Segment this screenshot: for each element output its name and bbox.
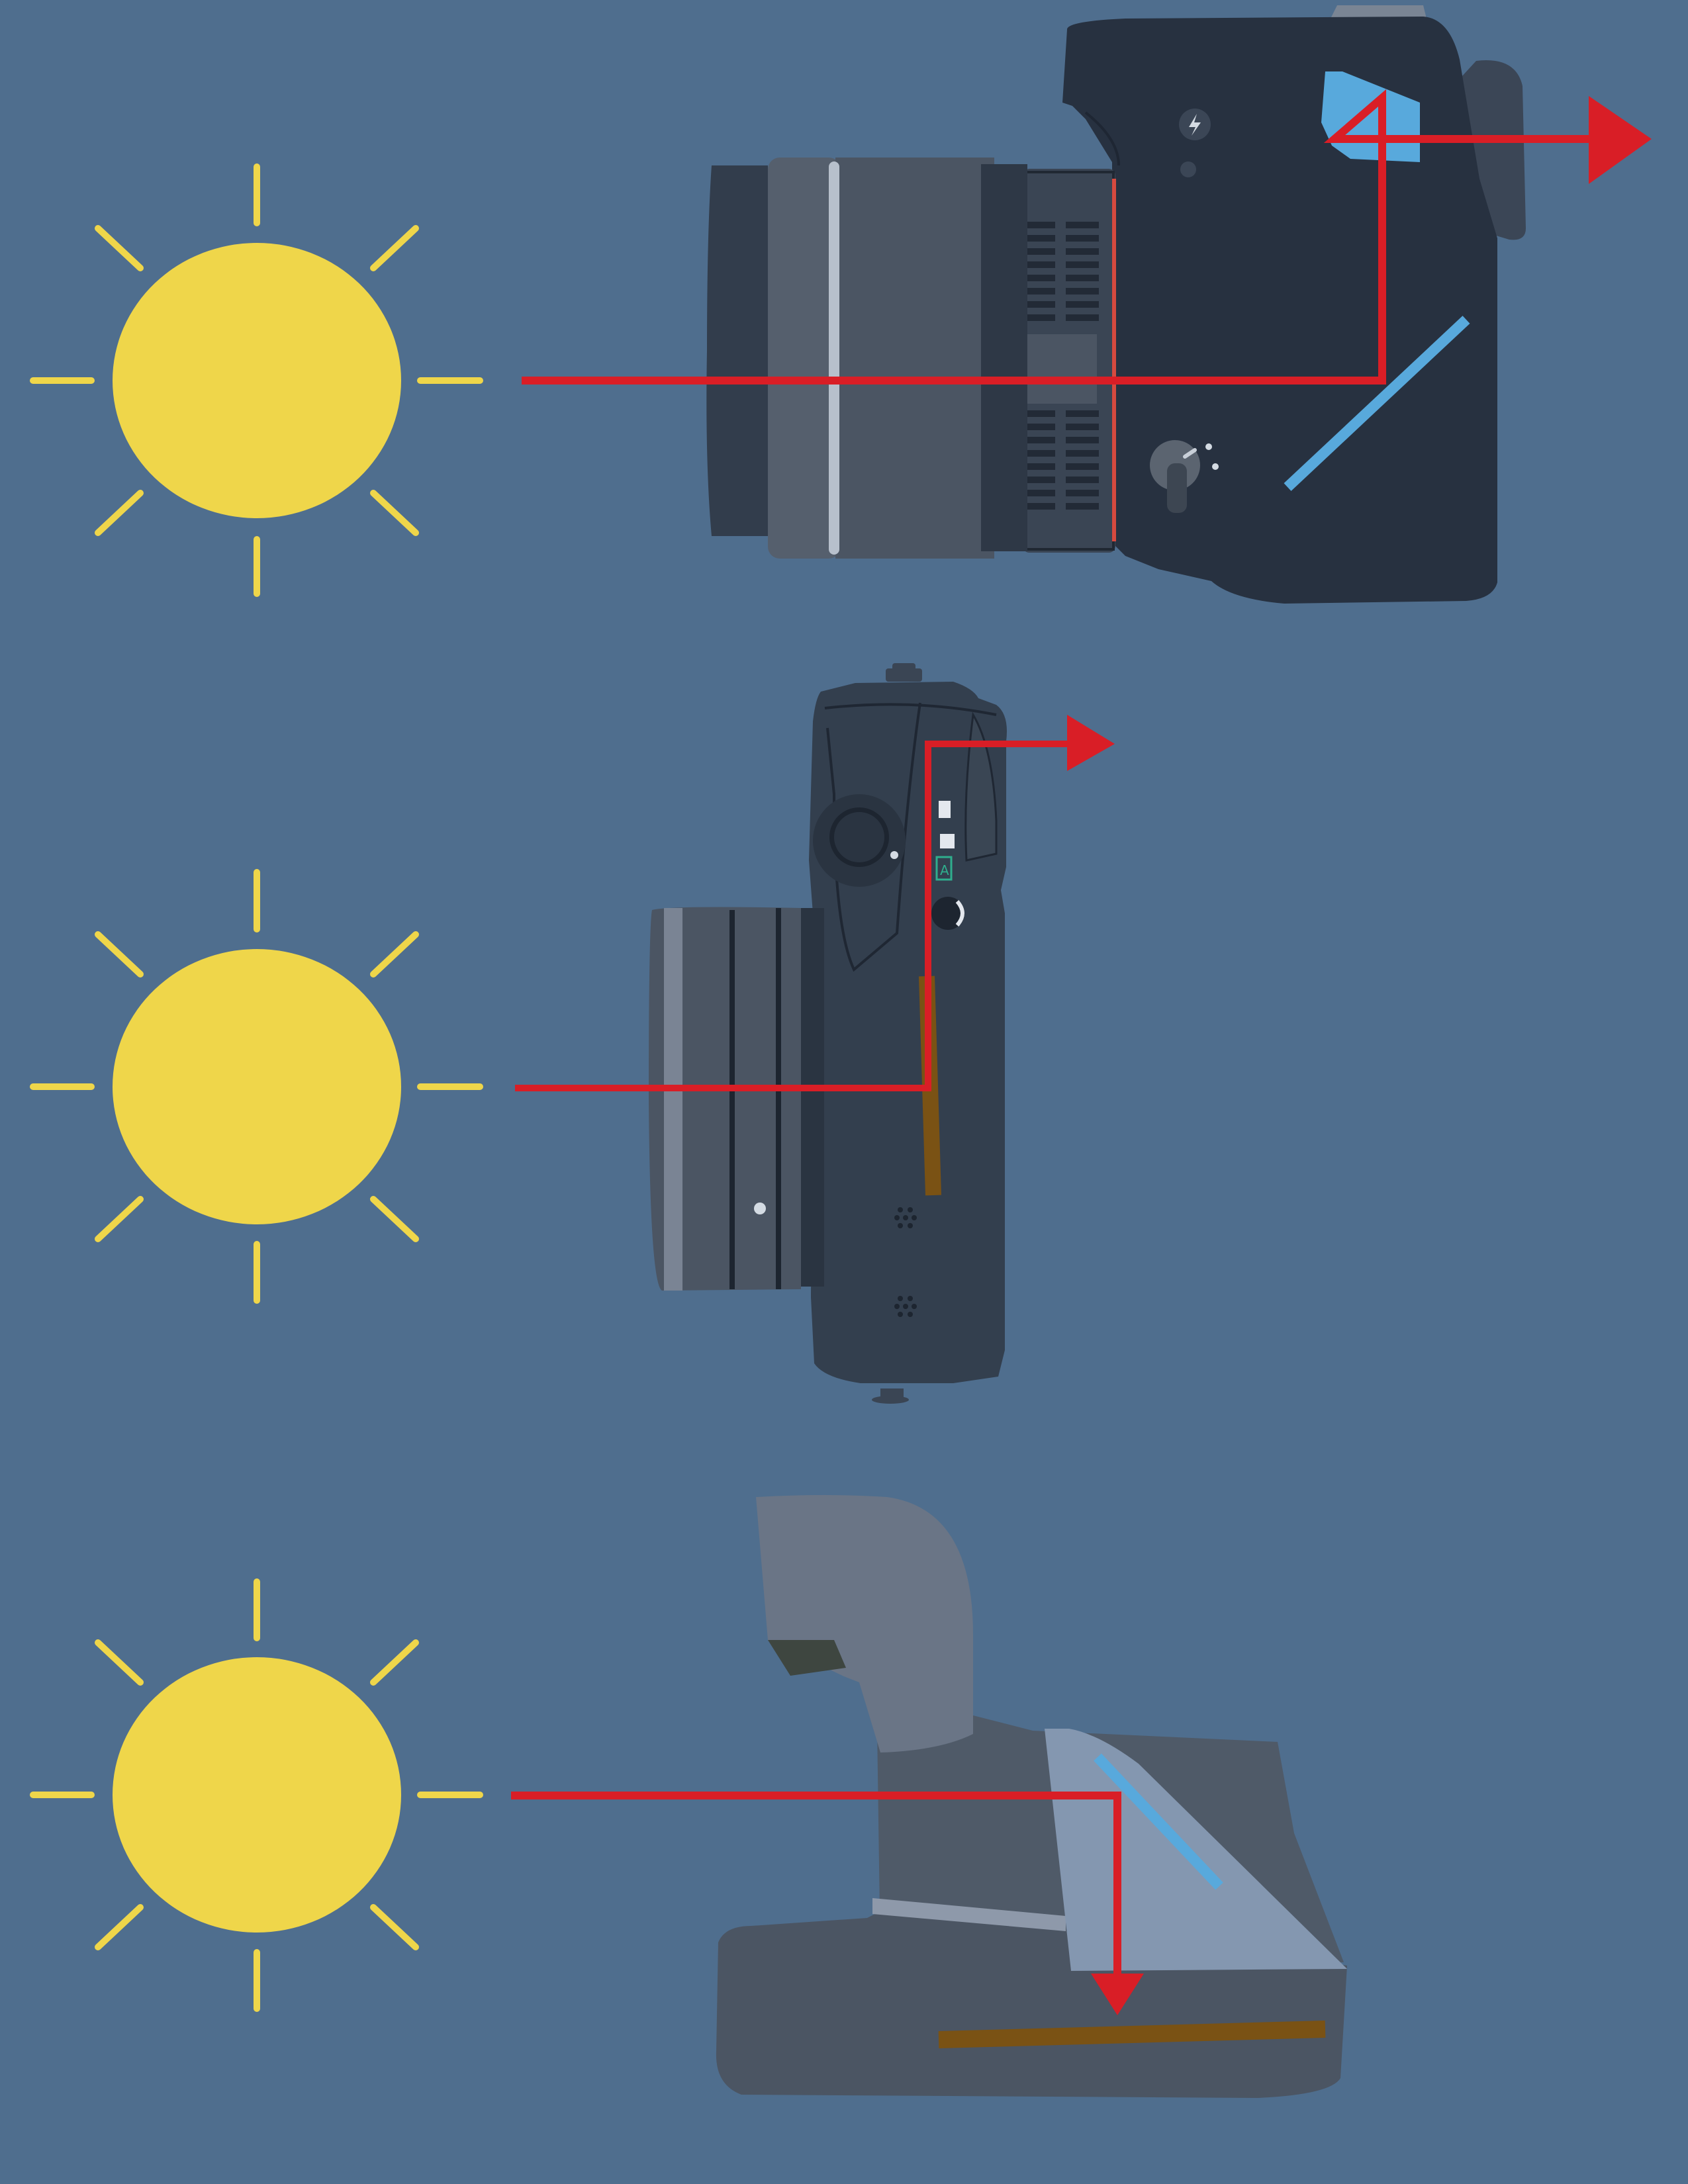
dslr-lens [706, 158, 1116, 559]
sun-icon-middle [30, 869, 483, 1304]
sun-icon-bottom [30, 1578, 483, 2012]
svg-text:A: A [940, 862, 949, 878]
instant-mirror [1094, 1753, 1223, 1890]
mirrorless-light-arrow [1067, 715, 1115, 771]
dslr-body [1062, 17, 1497, 604]
film [938, 2021, 1326, 2048]
eyepiece [1453, 60, 1526, 240]
instant-light-path [511, 1792, 1121, 1982]
dslr-light-path [522, 89, 1602, 385]
viewfinder [756, 1495, 973, 1752]
sun-icon-top [30, 163, 483, 597]
mirrorless-camera: A [515, 663, 1115, 1404]
dslr-camera [522, 5, 1652, 604]
dslr-light-arrow [1589, 96, 1652, 184]
instant-camera [511, 1495, 1347, 2098]
reflex-mirror [1284, 316, 1470, 491]
instant-light-arrow [1091, 1974, 1144, 2015]
mirrorless-lens [649, 907, 824, 1291]
mirrorless-light-path [515, 741, 1072, 1091]
